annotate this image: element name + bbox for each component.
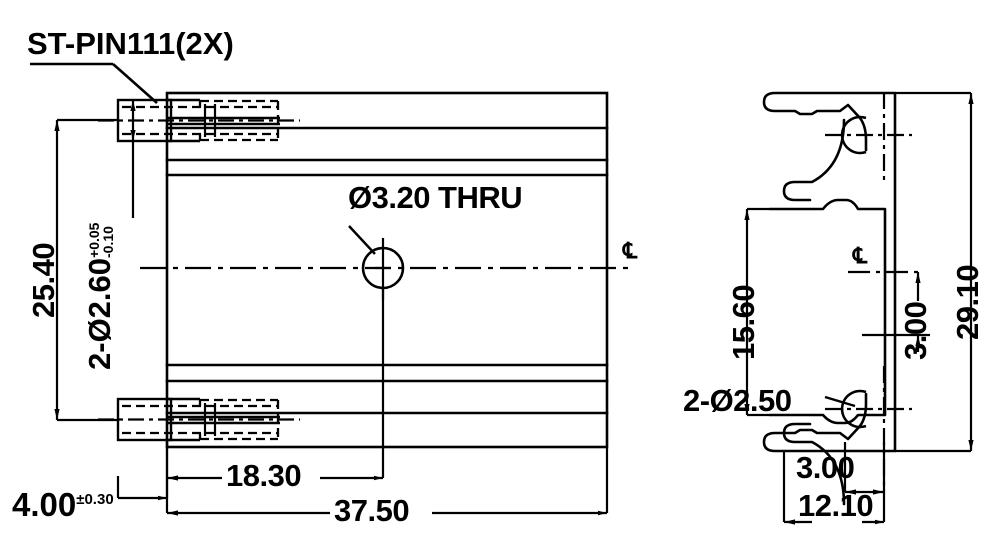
side-view-top-hole: [840, 115, 867, 155]
dim-front-pin-edge-4-00: [116, 440, 169, 501]
centerline-symbol-front: ℄: [623, 238, 638, 263]
side-view-top-hole-centerlines: [825, 92, 912, 180]
front-view-pin-bottom-hidden: [122, 398, 280, 441]
part-callout-label: ST-PIN111(2X): [27, 26, 234, 61]
tol-upper: +0.05: [85, 222, 102, 258]
dim-front-height-25-40: [54, 118, 118, 422]
front-view-pin-bottom-crosshair: [203, 403, 217, 436]
centerline-symbol-side: ℄: [853, 243, 868, 268]
front-view-pin-bottom: [116, 397, 280, 442]
front-view-pin-top: [116, 98, 280, 143]
leader-side-hole-2-50: [824, 395, 856, 408]
front-view-outline: [165, 91, 609, 449]
dim-side-3-00-vertical: [862, 272, 930, 352]
dim-label-pin-hole-2-60: 2-Ø2.60+0.05-0.10: [82, 222, 117, 370]
dim-side-15-60: [744, 207, 770, 417]
dim-label-4-00: 4.00±0.30: [12, 488, 114, 521]
dim-side-12-10: [782, 451, 886, 525]
pin-hole-dia-value: 2-Ø2.60: [82, 257, 117, 370]
dim-label-15-60: 15.60: [726, 284, 761, 360]
dim-side-3-00-horizontal: [843, 442, 886, 495]
dim-front-37-50: [165, 447, 609, 516]
side-view-bottom-hole: [840, 389, 867, 429]
dim-label-3-00-vertical: 3.00: [898, 301, 933, 360]
front-view-pin-top-hidden: [122, 99, 280, 142]
front-view-pin-top-crosshair: [203, 104, 217, 137]
leader-center-hole: [348, 225, 376, 255]
pin-hole-tolerance: +0.05-0.10: [85, 222, 117, 258]
dim-front-18-30: [165, 288, 385, 481]
side-hole-label-2-50: 2-Ø2.50: [683, 383, 792, 418]
center-hole-label: Ø3.20 THRU: [348, 180, 523, 215]
tol-lower: -0.10: [100, 226, 117, 258]
dim-label-29-10: 29.10: [950, 264, 985, 340]
dim-label-12-10: 12.10: [798, 488, 874, 523]
leader-part-callout: [30, 62, 158, 104]
dim-4-00-value: 4.00: [12, 486, 77, 523]
dim-4-00-tolerance: ±0.30: [76, 491, 114, 508]
dim-label-18-30: 18.30: [226, 458, 302, 493]
side-view-outline: [762, 91, 897, 506]
dim-side-29-10: [895, 91, 974, 453]
dim-label-25-40: 25.40: [26, 242, 61, 318]
dim-label-37-50: 37.50: [334, 493, 410, 528]
dim-label-3-00-horizontal: 3.00: [796, 450, 855, 485]
